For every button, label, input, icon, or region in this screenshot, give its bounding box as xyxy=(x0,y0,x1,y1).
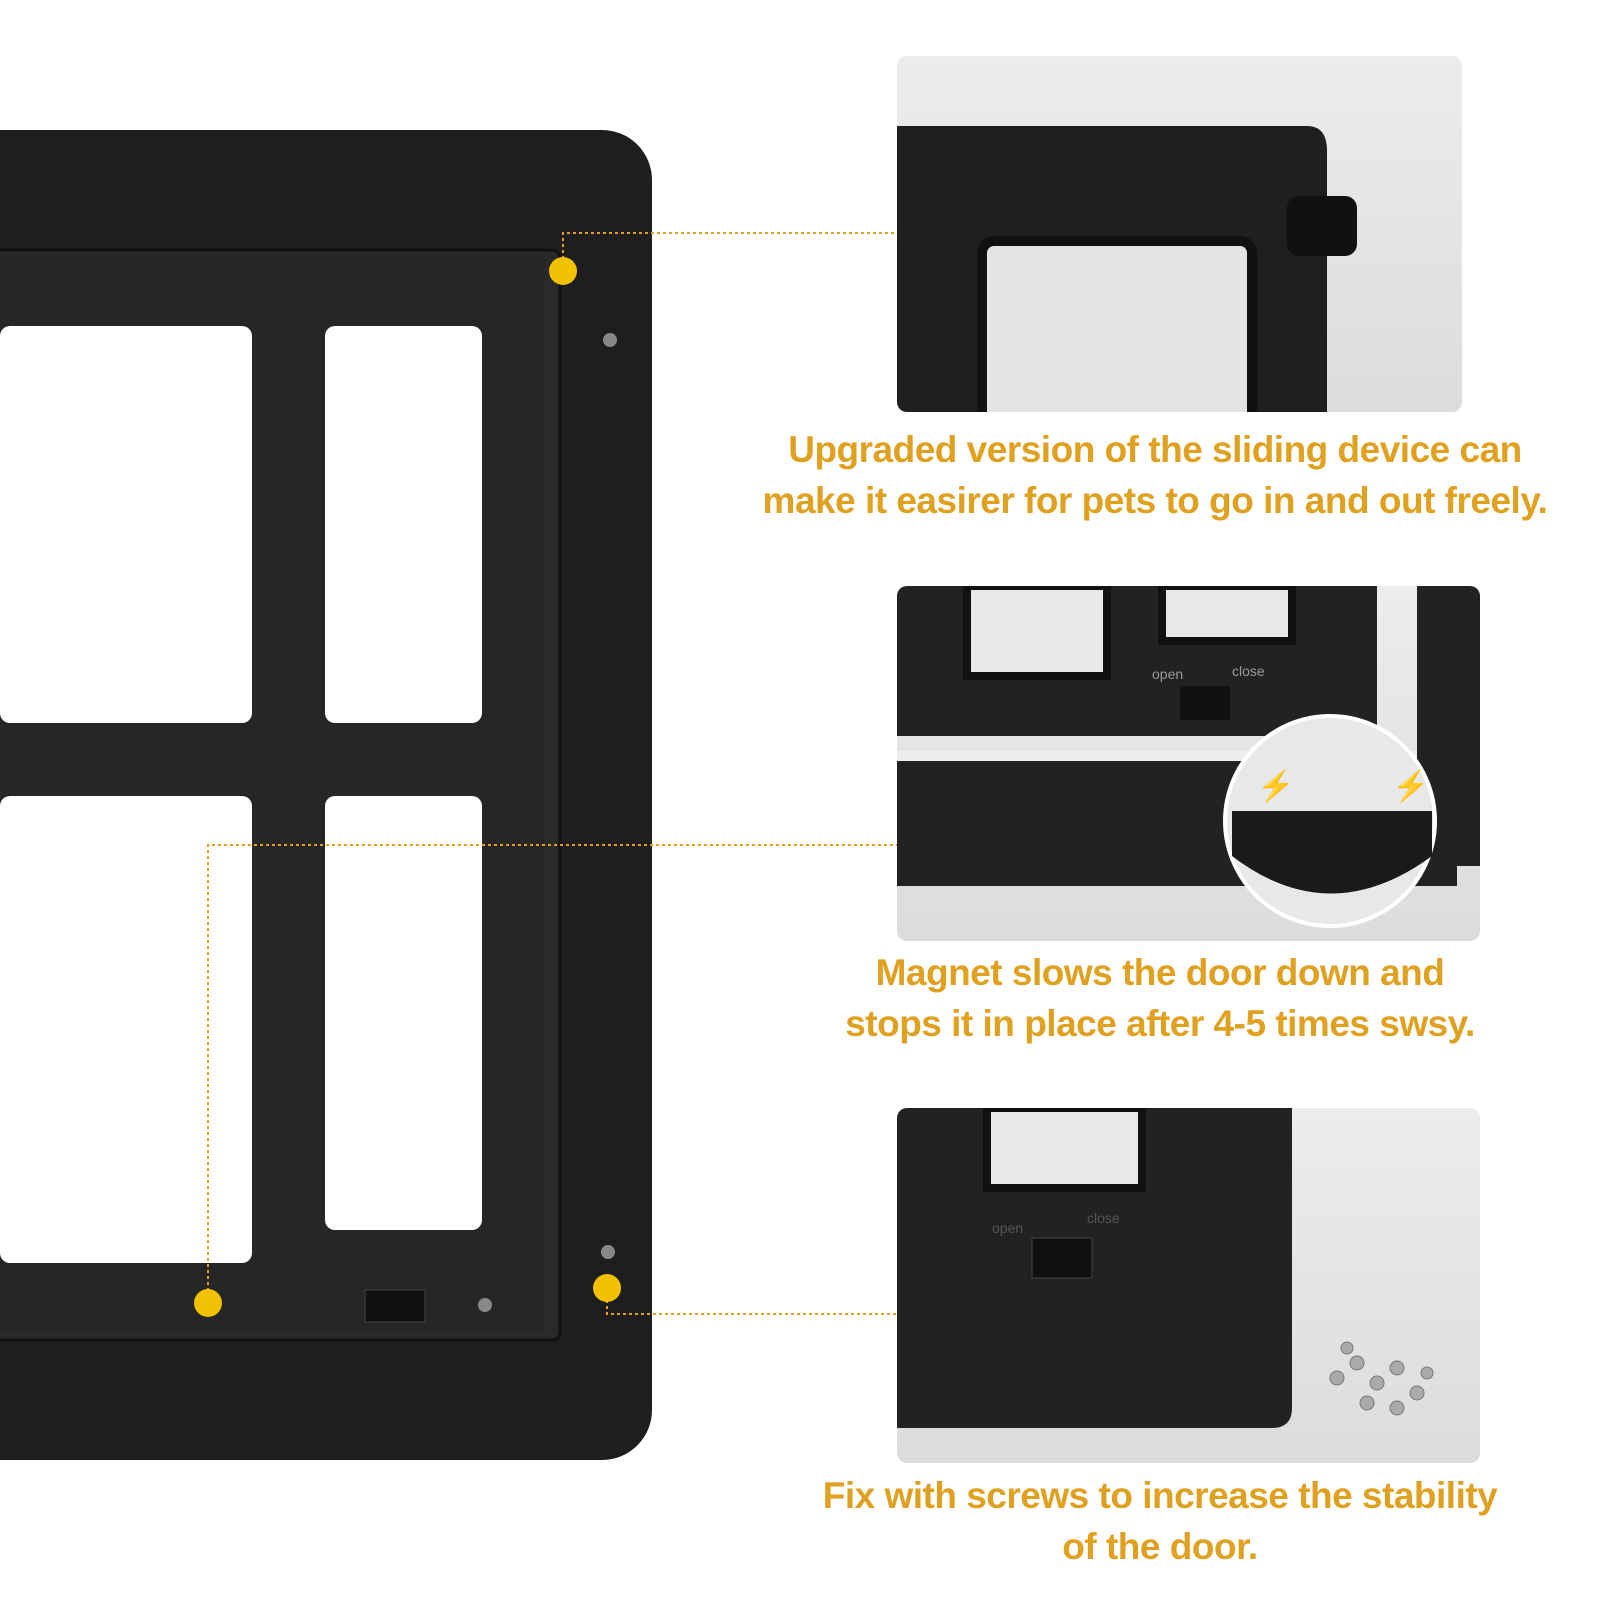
open-label: open xyxy=(992,1220,1023,1236)
open-label: open xyxy=(1152,666,1183,682)
caption-line: Magnet slows the door down and xyxy=(875,952,1445,993)
sliding-device-photo xyxy=(897,56,1462,412)
caption-line: Upgraded version of the sliding device c… xyxy=(788,429,1522,470)
svg-text:⚡: ⚡ xyxy=(1257,768,1294,804)
callout-dot xyxy=(194,1289,222,1317)
caption-line: stops it in place after 4-5 times swsy. xyxy=(845,1003,1475,1044)
feature-caption-2: Magnet slows the door down and stops it … xyxy=(760,947,1560,1049)
pet-door-frame-image xyxy=(0,130,897,1460)
caption-line: of the door. xyxy=(1062,1526,1258,1567)
close-label: close xyxy=(1232,663,1265,679)
screws-photo: open close xyxy=(897,1108,1480,1463)
magnet-photo: open close ⚡ ⚡ xyxy=(897,586,1480,941)
feature-caption-1: Upgraded version of the sliding device c… xyxy=(730,424,1580,526)
close-label: close xyxy=(1087,1210,1120,1226)
caption-line: make it easirer for pets to go in and ou… xyxy=(762,480,1548,521)
callout-dot xyxy=(593,1274,621,1302)
feature-caption-3: Fix with screws to increase the stabilit… xyxy=(760,1470,1560,1572)
callout-dot xyxy=(549,257,577,285)
caption-line: Fix with screws to increase the stabilit… xyxy=(822,1475,1498,1516)
svg-text:⚡: ⚡ xyxy=(1392,768,1429,804)
